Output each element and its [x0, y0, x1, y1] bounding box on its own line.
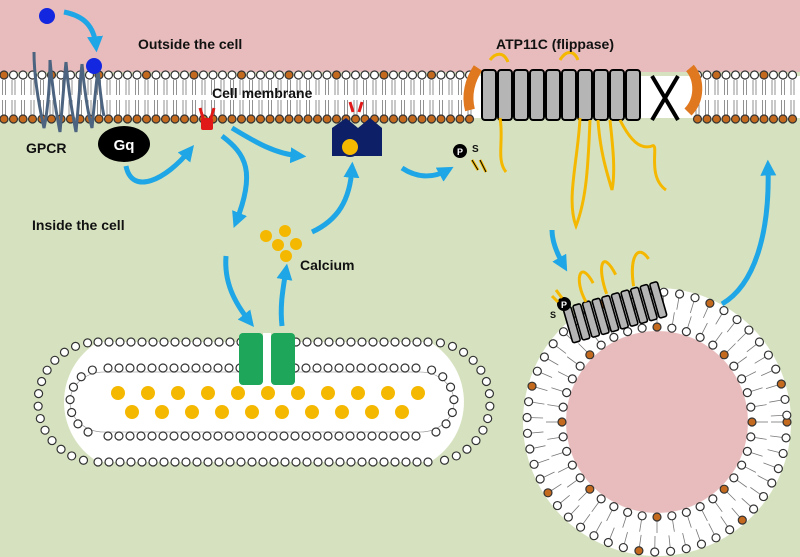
- ps-p-label: P: [457, 147, 463, 157]
- arrow-channel-to-calcium: [276, 263, 293, 327]
- flippase-cross-mark: [650, 74, 680, 122]
- pip2-lipid: [198, 107, 216, 130]
- vesicle-flippase: [562, 250, 668, 344]
- inside-cell-label: Inside the cell: [32, 217, 125, 233]
- outside-cell-label: Outside the cell: [138, 36, 242, 52]
- signaling-arrows: [63, 9, 777, 327]
- ligand-molecule-bound: [86, 58, 102, 74]
- gq-label: Gq: [114, 137, 135, 154]
- flippase-transmembrane-helices: [481, 69, 641, 121]
- arrow-pip2-to-ip3: [230, 125, 307, 164]
- arrow-ligand-binding: [63, 9, 104, 53]
- outside-cell-region: [0, 0, 800, 72]
- gq-protein: [98, 126, 150, 162]
- arrow-pip2-to-channel: [220, 134, 250, 228]
- arrow-gq-to-pip2: [123, 145, 195, 185]
- calcium-ions-cytosol: [260, 225, 302, 262]
- ps2-s-label: S: [550, 310, 556, 320]
- arrow-vesicle-to-membrane: [720, 159, 777, 307]
- phosphatidylserine-bound: P S: [550, 289, 571, 320]
- ligand-molecule-outside: [39, 8, 55, 24]
- arrow-to-ps: [400, 165, 454, 182]
- cell-membrane-bilayer: [0, 70, 800, 124]
- gpcr-label: GPCR: [26, 140, 66, 156]
- vesicle-flippase-helices: [562, 281, 668, 344]
- calcium-ions-er-lumen: [111, 386, 425, 419]
- atp11c-label: ATP11C (flippase): [496, 36, 614, 52]
- cell-membrane-label: Cell membrane: [212, 85, 313, 101]
- calcium-channel: [239, 333, 295, 385]
- atp11c-flippase: [463, 51, 703, 231]
- ps-s-label: S: [472, 144, 479, 155]
- arrow-to-channel: [223, 255, 254, 327]
- arrow-to-vesicle: [549, 229, 568, 272]
- ip3-receptor-protein: [332, 101, 382, 157]
- vesicle: [522, 287, 792, 557]
- ps2-p-label: P: [561, 300, 567, 310]
- calcium-label: Calcium: [300, 257, 354, 273]
- phosphatidylserine-free: P S: [453, 144, 488, 173]
- arrow-calcium-to-receptor: [310, 161, 360, 235]
- gpcr-receptor: [32, 51, 106, 133]
